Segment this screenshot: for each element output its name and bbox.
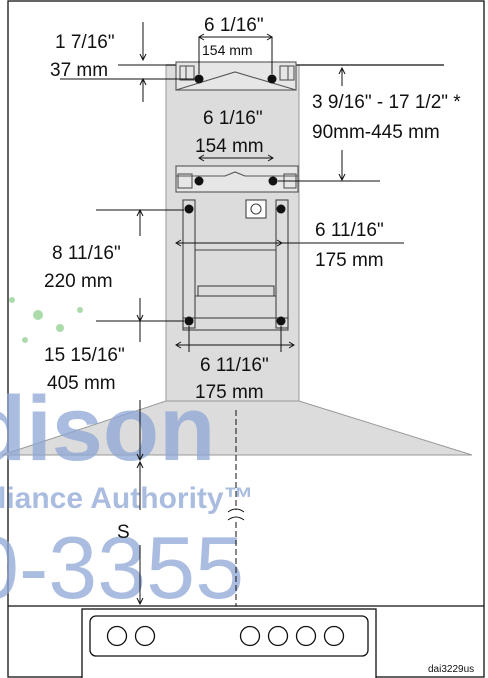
watermark: dison liance Authority™ 0-3355	[0, 297, 254, 617]
watermark-dot-3	[56, 324, 64, 332]
watermark-line1: dison	[0, 378, 215, 480]
cooktop-panel	[89, 615, 369, 657]
fan-frame	[182, 199, 289, 331]
watermark-line3: 0-3355	[0, 518, 244, 617]
upper-frame-hole-right	[276, 204, 286, 214]
cooktop-knob-5	[295, 625, 317, 647]
top-bracket	[175, 61, 297, 91]
lower-frame-width-metric: 175 mm	[195, 382, 264, 403]
hood-canopy	[1, 400, 473, 456]
top-width-imperial: 6 1/16"	[204, 15, 264, 36]
power-outlet-socket	[250, 203, 262, 215]
top-bracket-hole-right	[267, 74, 277, 84]
cooktop-knob-4	[267, 625, 289, 647]
mid-width-metric: 154 mm	[195, 136, 264, 157]
upper-frame-width-metric: 175 mm	[315, 250, 384, 271]
chimney-body	[165, 64, 300, 403]
top-offset-imperial: 1 7/16"	[55, 32, 115, 53]
watermark-dot-4	[77, 307, 83, 313]
watermark-dot-2	[33, 310, 43, 320]
upper-frame-hole-left	[184, 204, 194, 214]
adjust-range-imperial: 3 9/16" - 17 1/2" *	[312, 92, 461, 113]
frame-height-imperial: 8 11/16"	[52, 243, 121, 264]
watermark-dot-1	[9, 297, 15, 303]
middle-bracket	[175, 165, 299, 193]
cooktop-knob-2	[134, 625, 156, 647]
dimension-lines	[60, 22, 404, 606]
cooktop-knob-6	[323, 625, 345, 647]
frame-height-metric: 220 mm	[44, 271, 113, 292]
watermark-line2: liance Authority™	[0, 482, 254, 515]
lower-offset-imperial: 15 15/16"	[44, 345, 125, 366]
middle-bracket-hole-left	[194, 176, 204, 186]
lower-frame-hole-right	[276, 316, 286, 326]
lower-frame-hole-left	[184, 316, 194, 326]
top-offset-metric: 37 mm	[50, 60, 108, 81]
cooktop-knob-3	[239, 625, 261, 647]
middle-bracket-hole-right	[268, 176, 278, 186]
top-width-metric: 154 mm	[202, 42, 253, 58]
watermark-dot-5	[22, 337, 28, 343]
clearance-label: S	[117, 522, 130, 543]
cooktop-knob-1	[106, 625, 128, 647]
power-outlet	[245, 199, 267, 219]
drawing-code: dai3229us	[428, 664, 474, 675]
mid-width-imperial: 6 1/16"	[203, 108, 263, 129]
adjust-range-metric: 90mm-445 mm	[312, 122, 440, 143]
top-bracket-hole-left	[194, 74, 204, 84]
lower-frame-width-imperial: 6 11/16"	[200, 355, 269, 376]
lower-offset-metric: 405 mm	[47, 373, 116, 394]
upper-frame-width-imperial: 6 11/16"	[315, 220, 384, 241]
